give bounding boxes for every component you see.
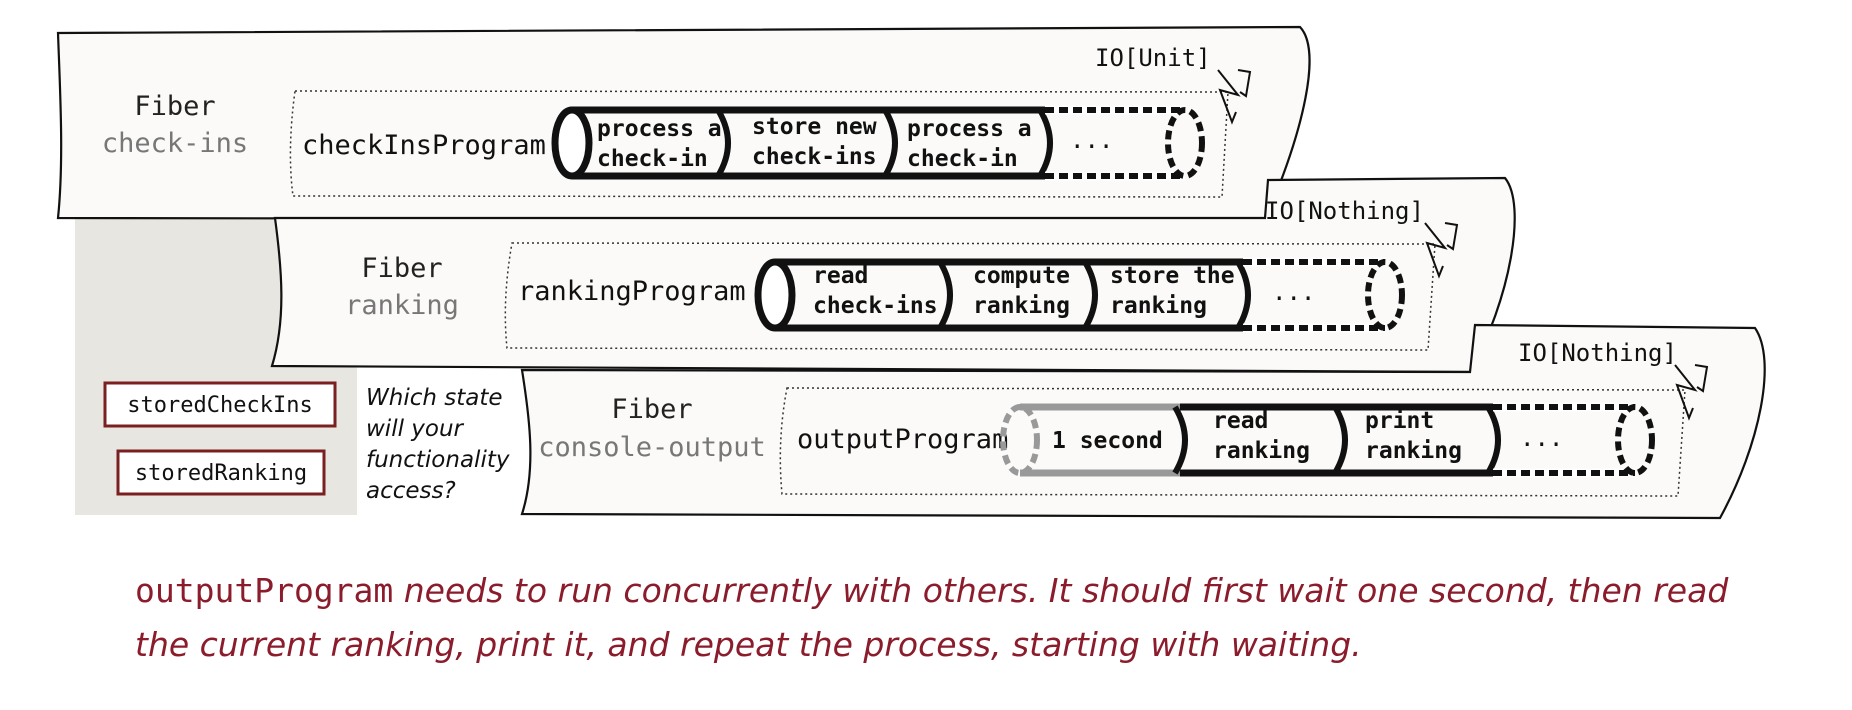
continuation-label: ... [1070, 126, 1113, 154]
continuation-label: ... [1272, 278, 1315, 306]
program-name: rankingProgram [518, 276, 746, 307]
pipe-start [754, 258, 796, 332]
wait-pipe-body [1020, 403, 1180, 477]
step-label: process a [907, 116, 1032, 142]
caption-line-2: the current ranking, print it, and repea… [135, 625, 1362, 664]
fiber-panel-check-ins: Fiber check-ins checkInsProgram IO[Unit]… [56, 25, 1311, 222]
state-question: access? [366, 478, 456, 504]
caption-text: needs to run concurrently with others. I… [393, 571, 1729, 610]
pipe-continuation [1493, 404, 1635, 476]
pipe-divider [1485, 405, 1501, 475]
step-label: ranking [1213, 438, 1310, 464]
step-label: check-ins [752, 144, 877, 170]
pipe-divider [1332, 405, 1348, 475]
lightning-icon [1217, 69, 1252, 125]
step-label: ranking [1110, 293, 1207, 319]
state-name: storedRanking [135, 461, 307, 486]
fiber-label: Fiber [134, 91, 215, 122]
fiber-name: ranking [345, 290, 459, 321]
fiber-label: Fiber [361, 253, 442, 284]
step-label: ranking [973, 293, 1070, 319]
pipe-end [1615, 404, 1655, 476]
step-label: ranking [1365, 438, 1462, 464]
program-box [289, 90, 1229, 198]
caption: outputProgram needs to run concurrently … [135, 571, 1729, 664]
io-type: IO[Nothing] [1265, 197, 1424, 225]
state-box-stored-ranking [116, 449, 326, 496]
pipe-end [1165, 107, 1205, 179]
io-type: IO[Unit] [1095, 44, 1211, 72]
pipe-divider [1172, 405, 1188, 475]
fiber-panel-console-output: Fiber console-output outputProgram IO[No… [520, 323, 1766, 520]
continuation-label: ... [1520, 424, 1563, 452]
pipe-continuation [1045, 107, 1185, 179]
lightning-icon [1674, 364, 1709, 421]
pipe-divider [1082, 260, 1098, 330]
state-name: storedCheckIns [127, 393, 312, 418]
pipe-end [1365, 259, 1405, 331]
pipe-divider [715, 108, 731, 178]
step-label: read [813, 263, 868, 289]
step-label: print [1365, 408, 1434, 434]
caption-line-1: outputProgram needs to run concurrently … [135, 571, 1729, 610]
fiber-label: Fiber [611, 394, 692, 425]
shared-state: storedCheckIns storedRanking Which state… [103, 381, 510, 504]
pipe-divider [937, 260, 953, 330]
fiber-panel-ranking: Fiber ranking rankingProgram IO[Nothing]… [270, 176, 1516, 374]
pipe-divider [1235, 260, 1251, 330]
step-label: check-in [907, 146, 1018, 172]
pipe-continuation [1243, 259, 1385, 331]
program-name: outputProgram [797, 424, 1008, 455]
step-label: process a [597, 116, 722, 142]
fiber-name: console-output [538, 432, 766, 463]
state-question: Which state [366, 385, 503, 411]
io-type: IO[Nothing] [1518, 339, 1677, 367]
program-box [779, 387, 1686, 497]
wait-pipe-start [1000, 404, 1040, 476]
step-label: store the [1110, 263, 1235, 289]
step-label: compute [973, 263, 1070, 289]
step-label: store new [752, 114, 877, 140]
state-question: will your [366, 416, 465, 442]
step-label: check-ins [813, 293, 938, 319]
step-label: check-in [597, 146, 708, 172]
pipe-divider [882, 108, 898, 178]
state-box-stored-check-ins [103, 381, 337, 428]
lightning-icon [1424, 222, 1459, 279]
program-box [504, 242, 1436, 351]
fiber-name: check-ins [102, 128, 248, 159]
step-label: read [1213, 408, 1268, 434]
wait-step-label: 1 second [1052, 428, 1163, 454]
pipe-divider [1037, 108, 1053, 178]
program-name: checkInsProgram [302, 130, 546, 161]
state-question: functionality [366, 447, 510, 473]
pipe-start [551, 106, 593, 180]
caption-code: outputProgram [135, 571, 393, 610]
